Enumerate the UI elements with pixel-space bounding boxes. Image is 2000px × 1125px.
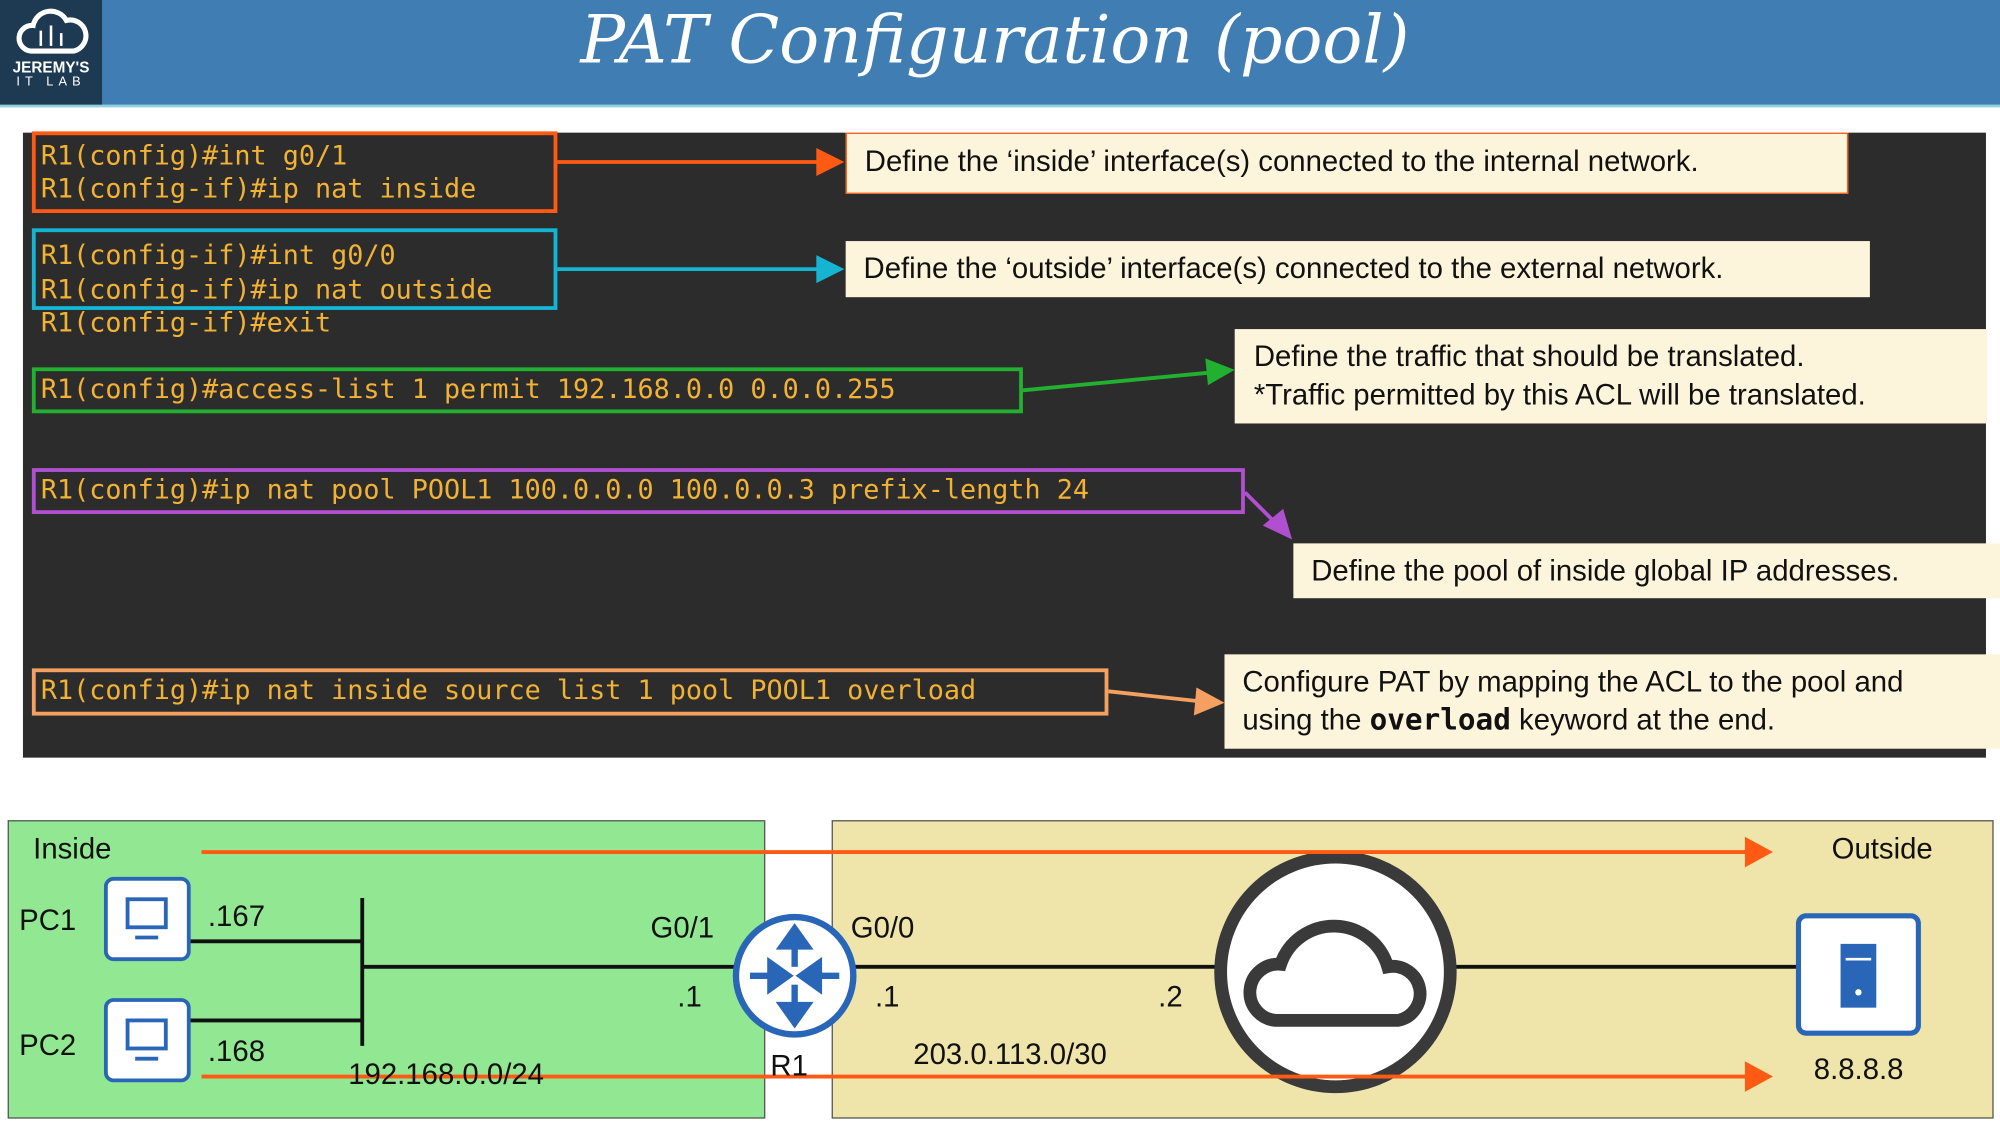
header-bar	[0, 0, 2000, 108]
callout-pat-line2: using the overload keyword at the end.	[1242, 700, 1982, 740]
isp-ip: .2	[1158, 979, 1183, 1013]
arrow-pat	[1108, 687, 1225, 716]
logo-subtext: IT LAB	[16, 75, 86, 90]
text: keyword at the end.	[1510, 702, 1776, 736]
callout-acl-line1: Define the traffic that should be transl…	[1253, 339, 1805, 373]
outside-highlight	[31, 228, 558, 310]
inside-label: Inside	[33, 831, 112, 865]
pc1-icon	[103, 876, 191, 962]
pc1-ip: .167	[207, 899, 266, 933]
outside-label: Outside	[1831, 831, 1933, 865]
acl-highlight	[31, 367, 1023, 414]
inside-highlight	[31, 131, 558, 214]
code-line: R1(config-if)#exit	[40, 307, 332, 339]
arrow-inside	[557, 147, 845, 177]
code-line: R1(config)#int g0/1	[40, 140, 348, 171]
cloud-logo-icon	[16, 8, 89, 54]
keyword: overload	[1369, 704, 1511, 738]
pc1-label: PC1	[19, 903, 77, 937]
traffic-arrow-top	[201, 836, 1773, 868]
page-title: PAT Configuration (pool)	[580, 2, 1410, 80]
code-line: R1(config)#ip nat inside source list 1 p…	[40, 674, 977, 706]
callout-acl: Define the traffic that should be transl…	[1234, 329, 1988, 424]
traffic-arrow-bottom	[201, 1061, 1773, 1092]
code-line: R1(config)#ip nat pool POOL1 100.0.0.0 1…	[40, 474, 1090, 506]
code-line: R1(config-if)#ip nat inside	[40, 173, 477, 205]
arrow-acl	[1022, 358, 1235, 393]
pc2-label: PC2	[19, 1028, 77, 1062]
pc2-icon	[103, 998, 191, 1083]
code-line: R1(config)#access-list 1 permit 192.168.…	[40, 373, 896, 405]
server-icon	[1795, 913, 1921, 1036]
router-icon	[732, 913, 857, 1038]
r1-g01-label: G0/1	[650, 910, 715, 944]
code-line: R1(config-if)#int g0/0	[40, 239, 396, 271]
wan-subnet: 203.0.113.0/30	[913, 1036, 1107, 1071]
callout-inside: Define the ‘inside’ interface(s) connect…	[845, 132, 1849, 194]
logo: JEREMY'S IT LAB	[0, 0, 103, 105]
arrow-pool	[1243, 490, 1293, 540]
arrow-outside	[557, 255, 845, 284]
pool-highlight	[31, 468, 1245, 515]
code-line: R1(config-if)#ip nat outside	[40, 274, 493, 305]
terminal-panel	[22, 132, 1986, 758]
callout-pat-line1: Configure PAT by mapping the ACL to the …	[1242, 664, 1904, 698]
links	[188, 897, 1799, 1046]
lan-subnet: 192.168.0.0/24	[348, 1057, 544, 1091]
router-label: R1	[770, 1048, 808, 1082]
callout-pool: Define the pool of inside global IP addr…	[1293, 543, 2000, 599]
internet-cloud-icon	[1214, 850, 1457, 1094]
callout-outside: Define the ‘outside’ interface(s) connec…	[845, 241, 1870, 298]
callout-acl-line2: *Traffic permitted by this ACL will be t…	[1253, 377, 1866, 411]
server-ip: 8.8.8.8	[1813, 1052, 1904, 1086]
r1-outside-ip: .1	[874, 979, 900, 1013]
text: using the	[1242, 702, 1370, 736]
pc2-ip: .168	[207, 1034, 266, 1068]
logo-text: JEREMY'S	[12, 58, 90, 77]
pat-highlight	[31, 668, 1109, 716]
r1-g00-label: G0/0	[850, 910, 915, 944]
r1-inside-ip: .1	[677, 979, 702, 1013]
callout-pat: Configure PAT by mapping the ACL to the …	[1224, 654, 2000, 749]
